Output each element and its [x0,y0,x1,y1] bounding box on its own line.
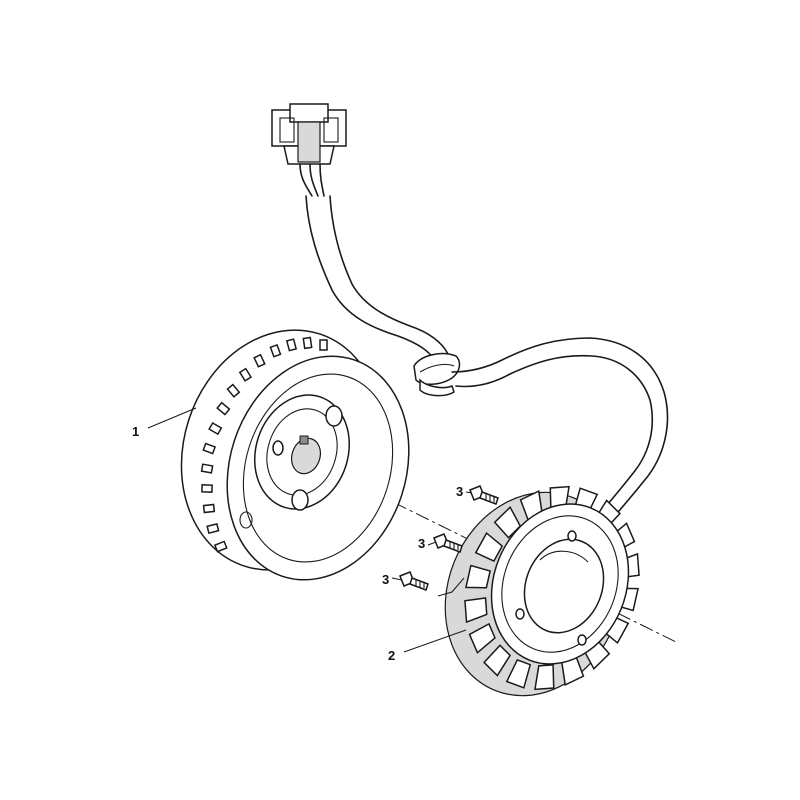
stator-pole [474,531,504,563]
leader-line-3a [465,491,473,494]
leader-line-3b [427,541,437,546]
mounting-bolt-c [399,571,429,591]
stator-pole [468,622,496,654]
leader-line-1 [147,407,197,429]
mounting-bolt-b [433,533,463,553]
leader-line-3c [391,577,403,581]
callout-1: 1 [132,424,139,439]
cable-grommet [413,352,461,397]
callout-3b: 3 [418,536,425,551]
stator-pole [505,659,532,689]
stator-pole [465,564,492,589]
flywheel-rotor [180,329,410,581]
stator-pole [483,644,512,677]
callout-2: 2 [388,648,395,663]
leader-line-2 [403,629,467,653]
stator-pole [534,664,555,691]
mounting-bolt-a [469,485,499,505]
harness-connector [271,103,347,165]
bolt-to-stator-leader [437,577,465,597]
callout-3c: 3 [382,572,389,587]
flywheel-trigger-notches [200,336,328,553]
stator-pole [464,597,488,624]
callout-3a: 3 [456,484,463,499]
stator [444,485,640,697]
wiring-harness [271,103,669,527]
